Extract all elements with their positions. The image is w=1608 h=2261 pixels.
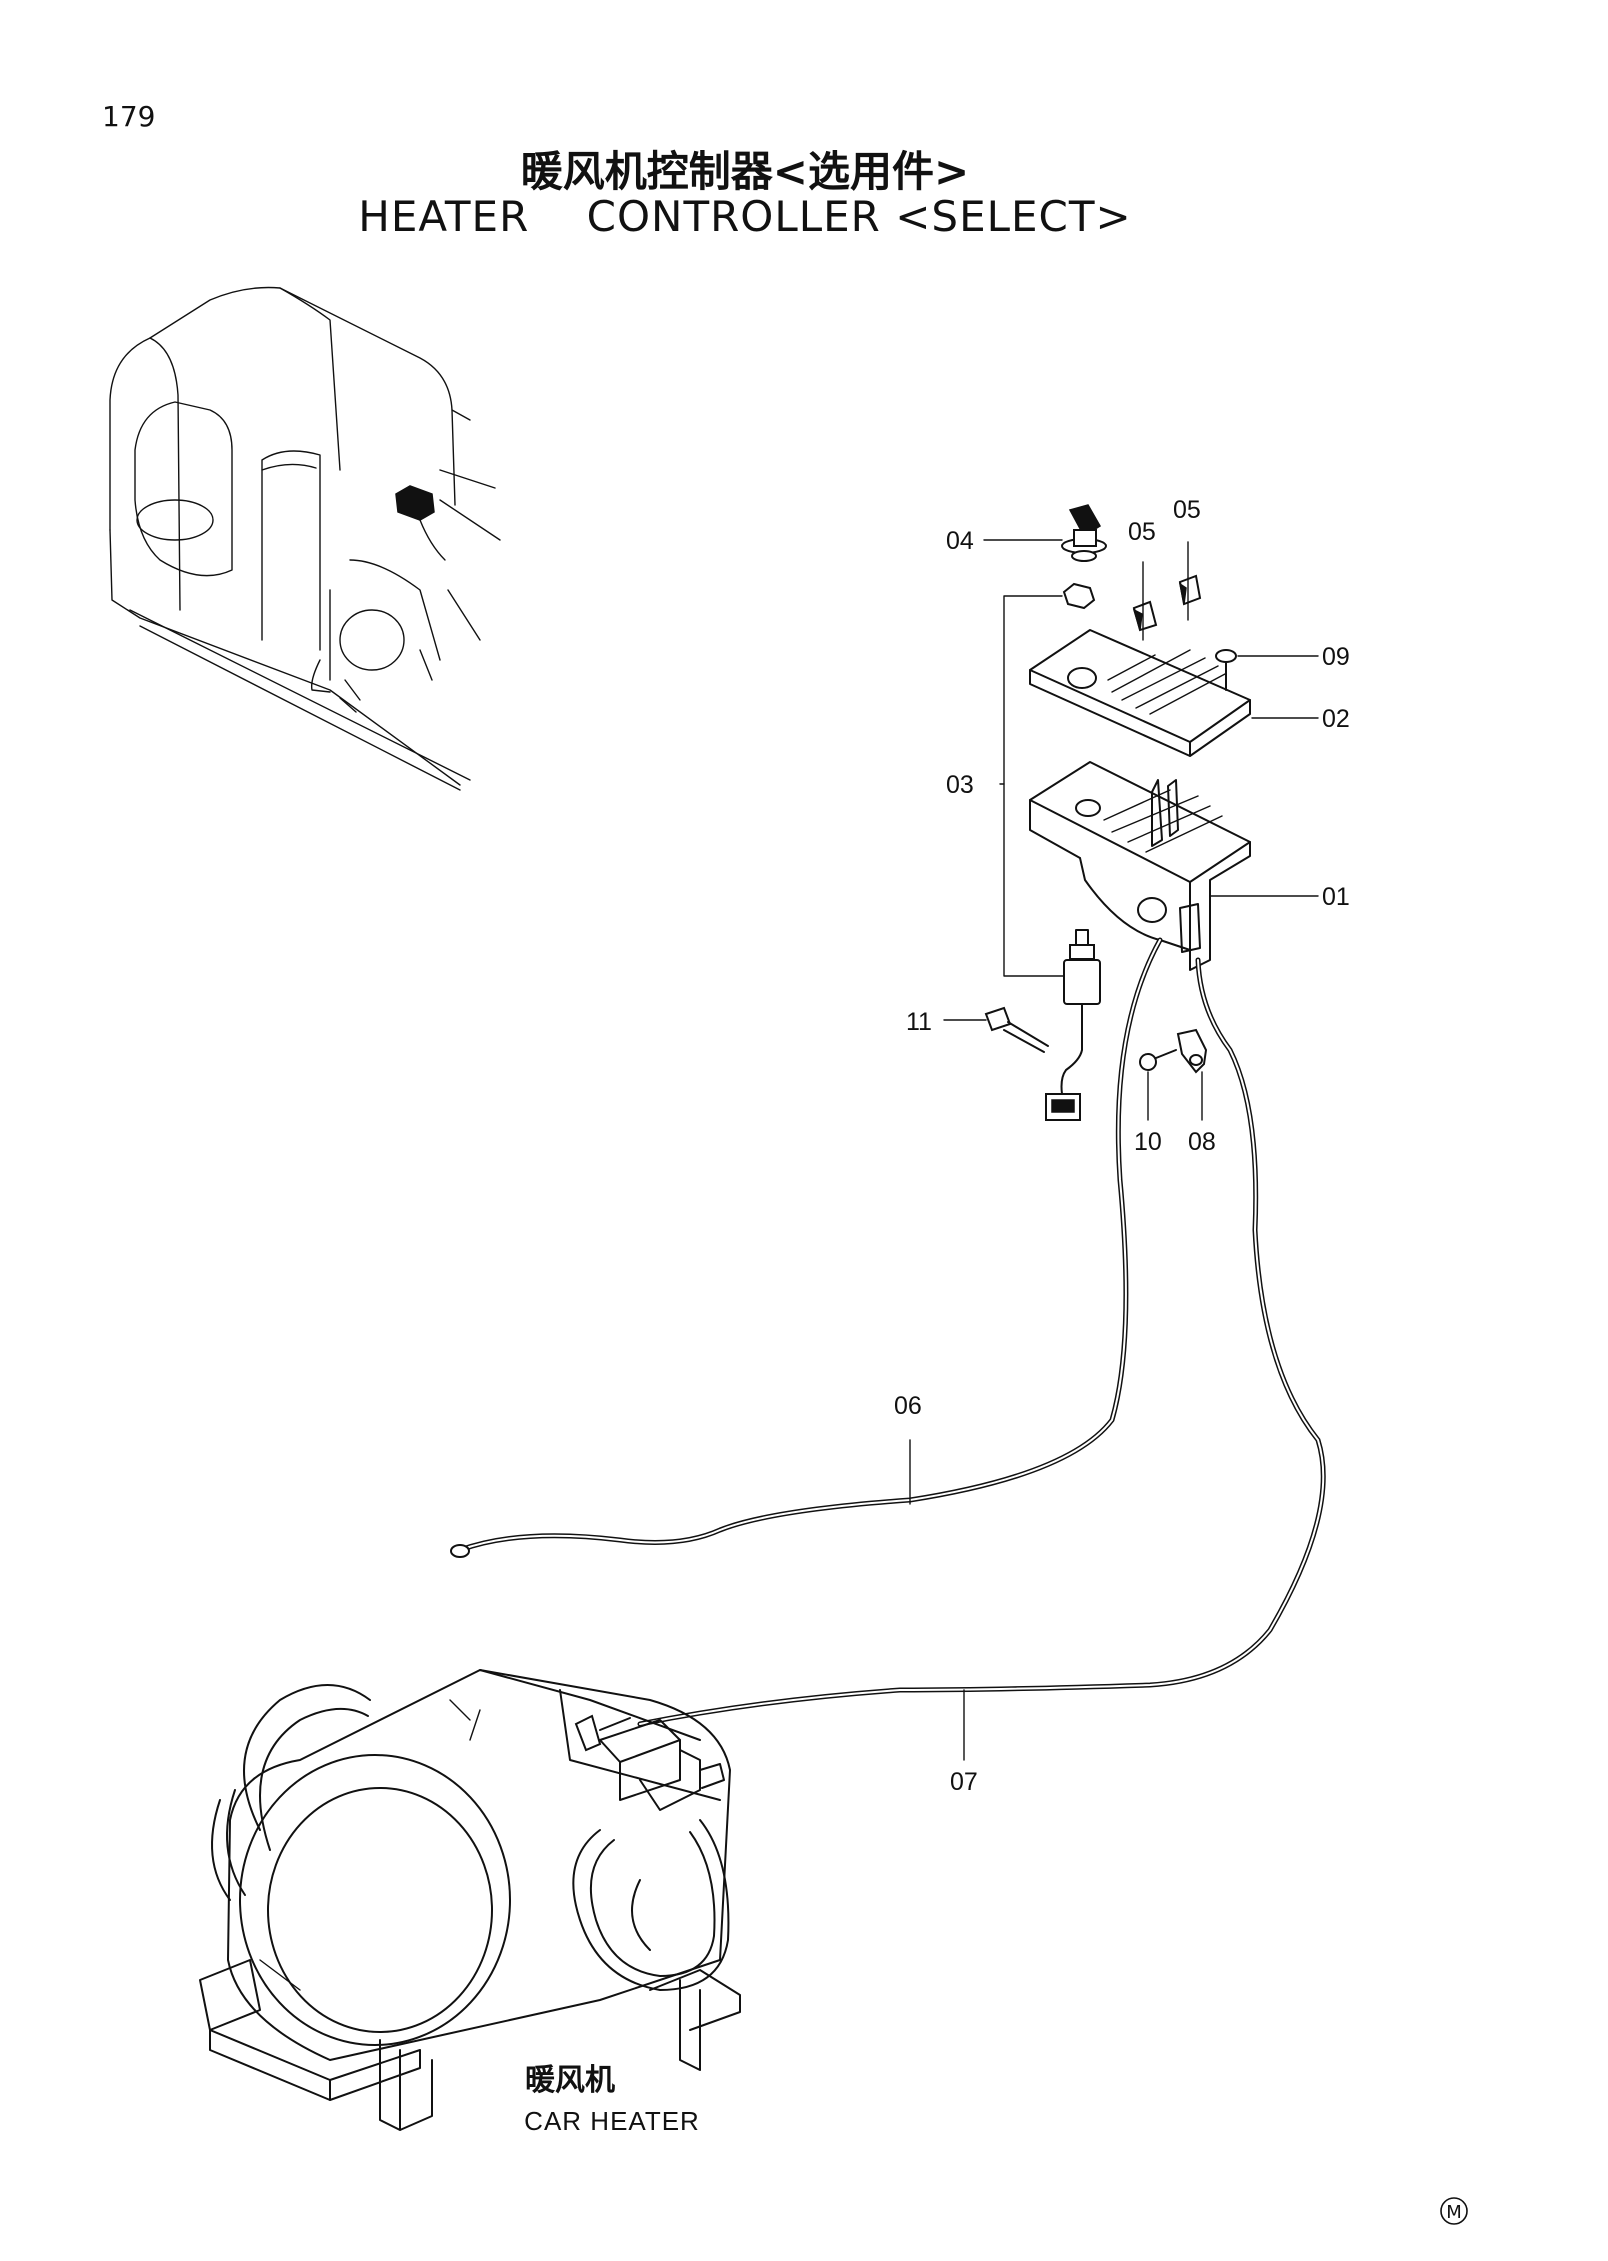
callout-03: 03 <box>946 771 974 799</box>
callout-08: 08 <box>1188 1128 1216 1156</box>
clamp-part-08 <box>1176 1028 1208 1074</box>
callout-10: 10 <box>1134 1128 1162 1156</box>
cab-overview-drawing <box>109 286 501 791</box>
screw-part-10 <box>1139 1049 1177 1071</box>
car-heater-drawing <box>199 1669 741 2131</box>
cable-07 <box>637 957 1326 1727</box>
leader-lines <box>909 539 1319 1761</box>
corner-mark: M <box>1440 2197 1468 2225</box>
caption-english: CAR HEATER <box>524 2106 700 2136</box>
corner-mark-letter: M <box>1446 2202 1462 2223</box>
screw-part-09 <box>1215 649 1237 691</box>
switch-part-11-assembly <box>984 929 1101 1121</box>
controller-assembly <box>984 504 1251 1121</box>
title-chinese: 暖风机控制器<选用件> <box>520 147 970 196</box>
callout-05a: 05 <box>1128 518 1156 546</box>
cable-06 <box>450 937 1163 1558</box>
bracket-part-01 <box>1029 761 1251 971</box>
title-english: HEATER CONTROLLER <SELECT> <box>358 192 1132 241</box>
caption-chinese: 暖风机 <box>525 2063 615 2098</box>
callout-11: 11 <box>906 1008 932 1036</box>
callout-05b: 05 <box>1173 496 1201 524</box>
knob-part-04 <box>1061 504 1107 562</box>
page-number: 179 <box>102 100 156 133</box>
callout-01: 01 <box>1322 883 1350 911</box>
callout-04: 04 <box>946 527 974 555</box>
callout-02: 02 <box>1322 705 1350 733</box>
clip-parts-05 <box>1132 574 1202 632</box>
nut-part-03 <box>1062 582 1096 610</box>
callout-09: 09 <box>1322 643 1350 671</box>
callout-07: 07 <box>950 1768 978 1796</box>
cover-plate-part-02 <box>1029 629 1251 757</box>
callout-labels: 04 05 05 09 02 03 01 11 10 08 06 07 <box>894 496 1350 1796</box>
callout-06: 06 <box>894 1392 922 1420</box>
